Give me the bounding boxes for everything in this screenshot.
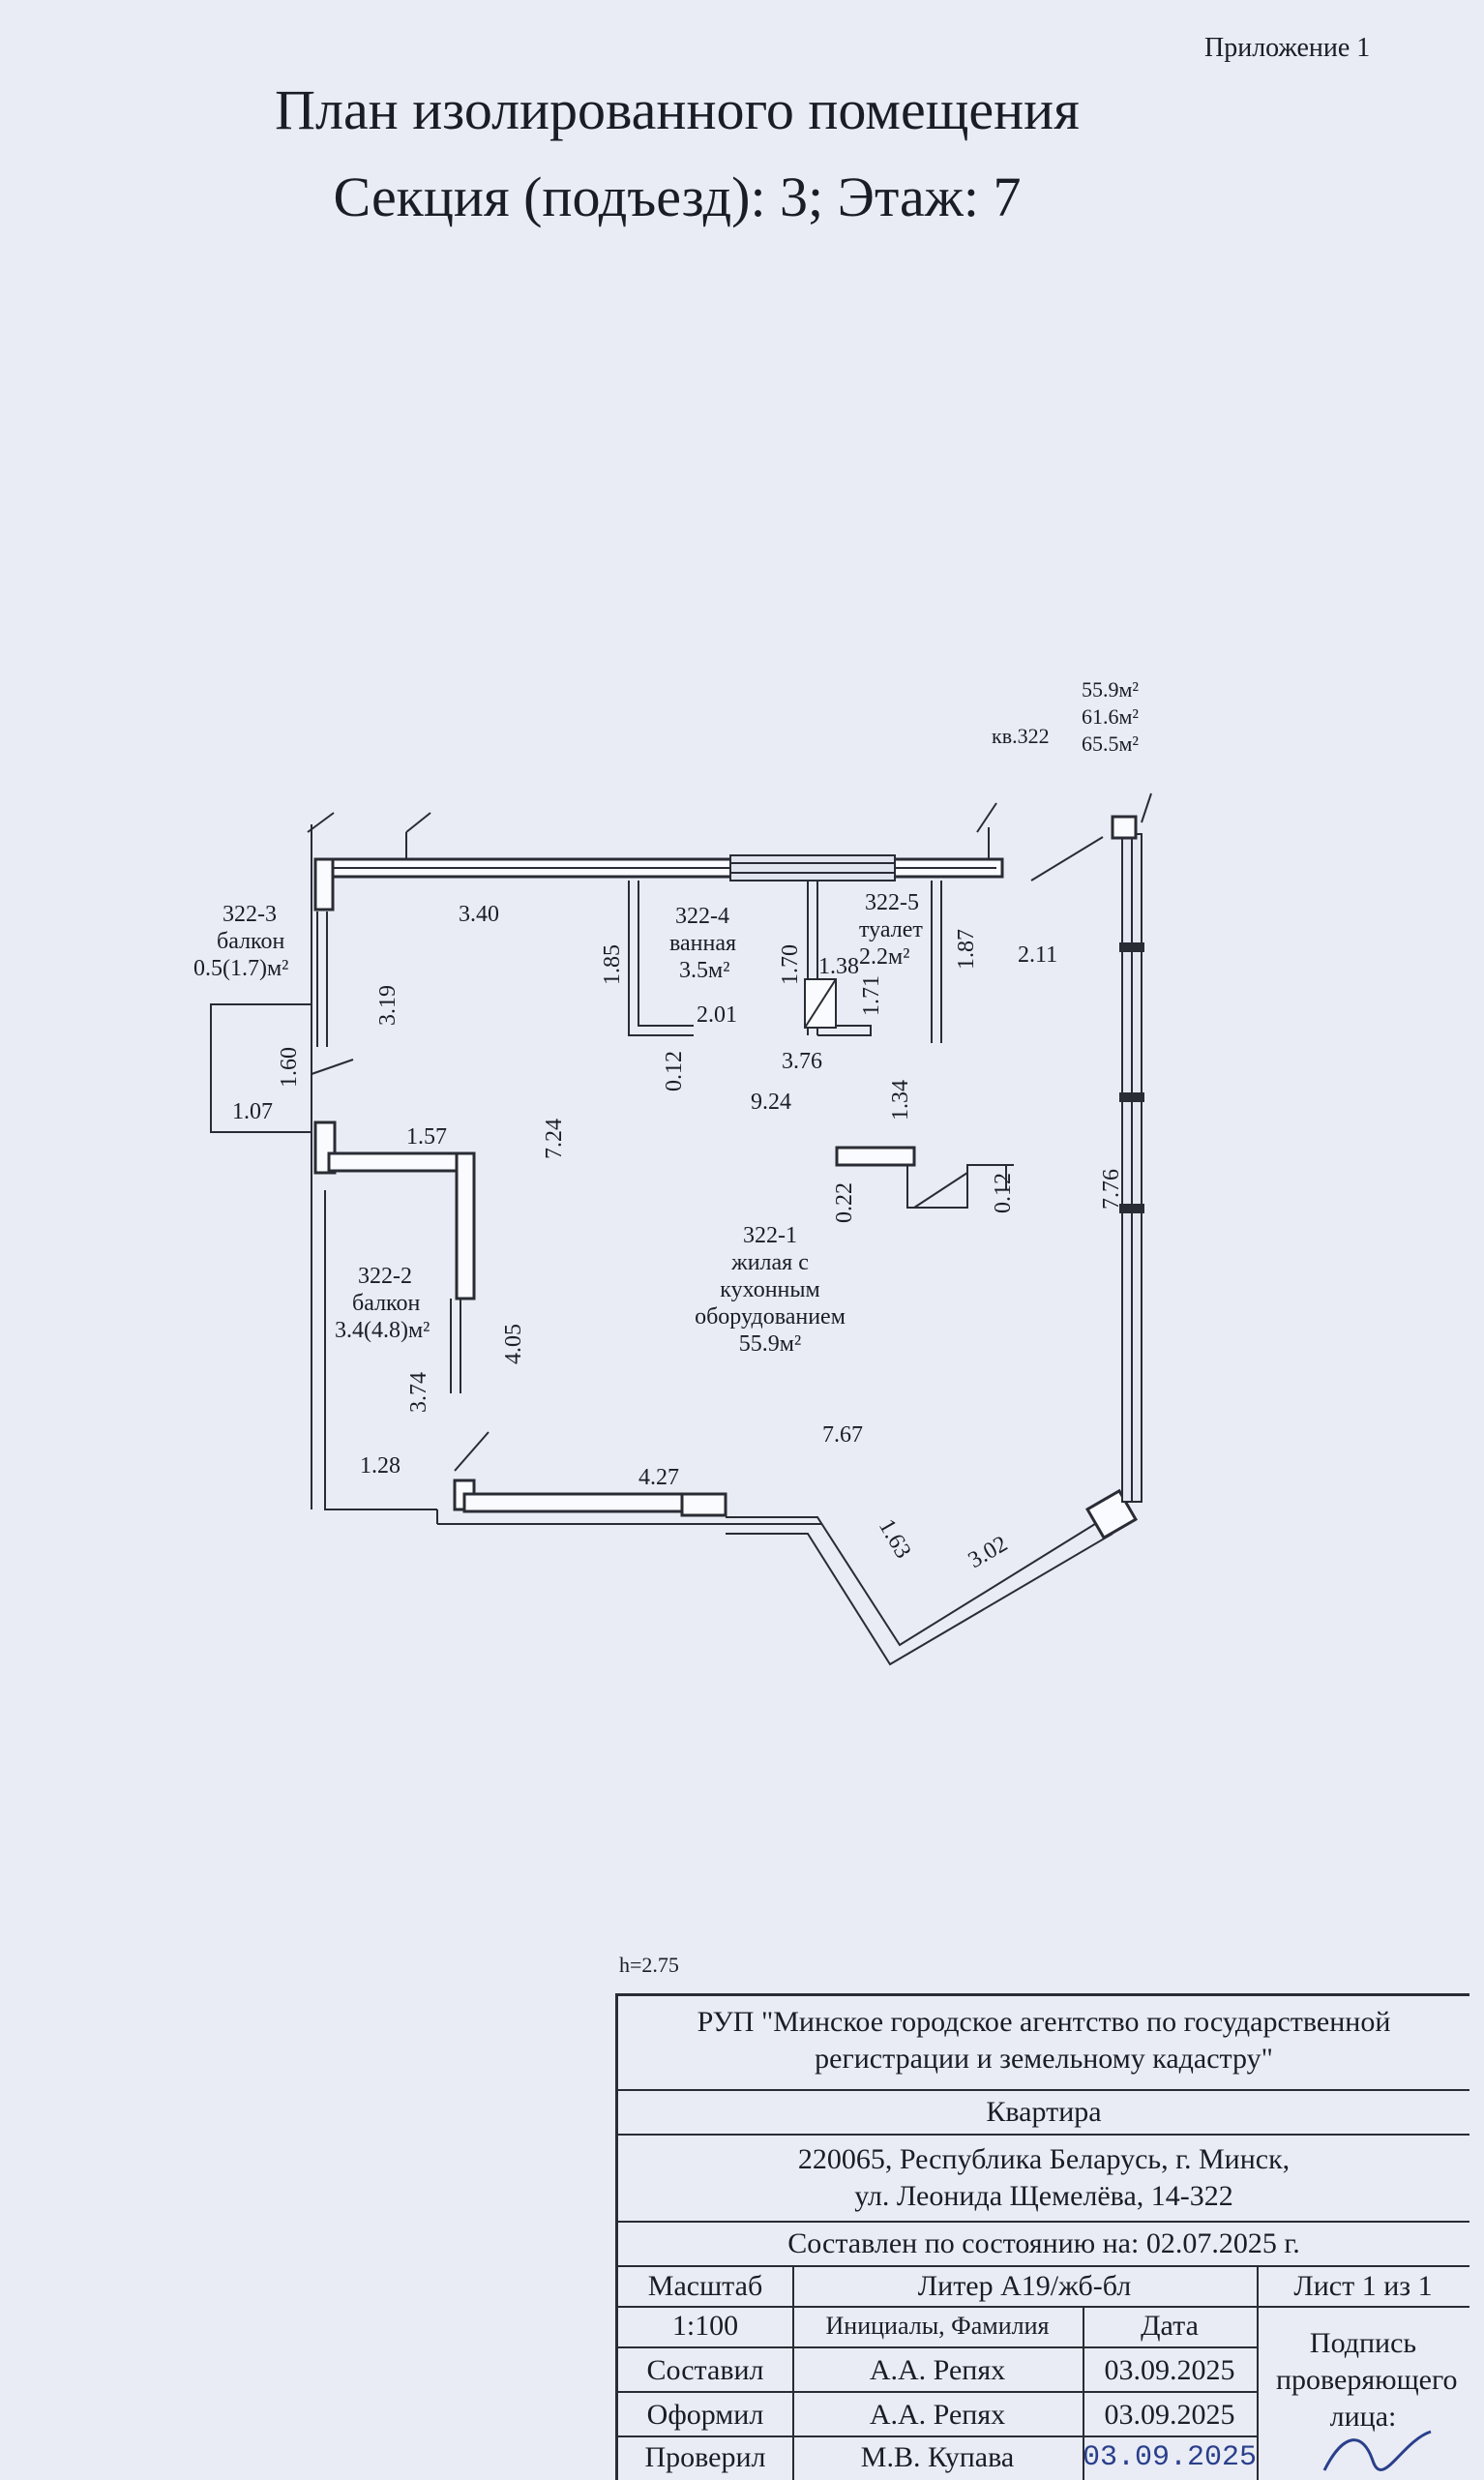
living-line1: жилая с xyxy=(730,1250,809,1275)
toilet-area: 2.2м² xyxy=(859,944,909,970)
bath-name: ванная xyxy=(669,931,736,956)
stamp-state-row: Составлен по состоянию на: 02.07.2025 г. xyxy=(618,2223,1469,2267)
balcony3-name: балкон xyxy=(217,929,284,954)
stamp-row2-date: 03.09.2025 xyxy=(1104,2399,1235,2431)
ceiling-height: h=2.75 xyxy=(619,1953,679,1977)
stamp-object-row: Квартира xyxy=(618,2091,1469,2136)
dim-1-07: 1.07 xyxy=(232,1099,273,1124)
balcony2-area: 3.4(4.8)м² xyxy=(335,1318,430,1343)
stamp-address-line2: ул. Леонида Щемелёва, 14-322 xyxy=(854,2180,1233,2212)
apartment-area-with-balconies: 65.5м² xyxy=(1082,732,1139,756)
dim-3-74: 3.74 xyxy=(406,1372,431,1413)
stamp-org-row: РУП "Минское городское агентство по госу… xyxy=(618,1996,1469,2091)
living-area: 55.9м² xyxy=(739,1331,801,1357)
dim-1-63: 1.63 xyxy=(874,1515,916,1563)
stamp-org-line1: РУП "Минское городское агентство по госу… xyxy=(697,2006,1391,2038)
floor-plan: кв.322 55.9м² 61.6м² 65.5м² 322-3 балкон… xyxy=(193,677,1152,1666)
stamp-row3-name: М.В. Купава xyxy=(860,2441,1015,2473)
dim-3-19: 3.19 xyxy=(375,985,401,1026)
dim-1-70: 1.70 xyxy=(778,944,803,985)
apartment-area-living: 55.9м² xyxy=(1082,677,1139,702)
toilet-name: туалет xyxy=(859,917,923,942)
stamp-address-line1: 220065, Республика Беларусь, г. Минск, xyxy=(797,2143,1291,2175)
signature-mark xyxy=(1322,2430,1432,2471)
dim-4-05: 4.05 xyxy=(501,1324,526,1364)
stamp-row2-name: А.А. Репях xyxy=(869,2399,1006,2431)
document-subtitle: Секция (подъезд): 3; Этаж: 7 xyxy=(333,165,1022,228)
living-id: 322-1 xyxy=(743,1223,797,1248)
stamp-sheet: Лист 1 из 1 xyxy=(1293,2270,1433,2302)
balcony3-area: 0.5(1.7)м² xyxy=(193,956,288,981)
balcony2-id: 322-2 xyxy=(358,1264,412,1289)
stamp-col-name: Инициалы, Фамилия xyxy=(825,2312,1050,2340)
dim-3-76: 3.76 xyxy=(782,1049,822,1074)
apartment-label: кв.322 xyxy=(992,724,1050,748)
stamp-liter: Литер А19/жб-бл xyxy=(917,2270,1132,2302)
dim-2-01: 2.01 xyxy=(697,1002,737,1028)
dim-0-12-column: 0.12 xyxy=(991,1173,1016,1213)
bath-area: 3.5м² xyxy=(679,958,729,983)
title-block: РУП "Минское городское агентство по госу… xyxy=(615,1993,1469,2480)
dim-0-12-bath: 0.12 xyxy=(662,1051,687,1091)
stamp-row1-date: 03.09.2025 xyxy=(1104,2354,1235,2386)
stamp-row3-role: Проверил xyxy=(644,2441,766,2473)
dim-7-67: 7.67 xyxy=(822,1422,863,1448)
stamp-org-line2: регистрации и земельному кадастру" xyxy=(815,2043,1273,2075)
stamp-address-row: 220065, Республика Беларусь, г. Минск, у… xyxy=(618,2136,1469,2223)
dim-3-40: 3.40 xyxy=(459,902,499,927)
dim-1-85: 1.85 xyxy=(600,944,625,985)
dim-3-02: 3.02 xyxy=(965,1532,1012,1574)
dim-2-11: 2.11 xyxy=(1018,942,1057,968)
stamp-object-type: Квартира xyxy=(986,2096,1102,2128)
dim-1-71: 1.71 xyxy=(859,975,884,1016)
stamp-row3-date: 03.09.2025 xyxy=(1083,2441,1258,2474)
bath-id: 322-4 xyxy=(675,904,729,929)
balcony3-id: 322-3 xyxy=(223,902,277,927)
stamp-state-as-of: Составлен по состоянию на: 02.07.2025 г. xyxy=(787,2227,1300,2259)
stamp-scale-value: 1:100 xyxy=(671,2310,739,2342)
stamp-col-sign: Подпись проверяющего лица: xyxy=(1276,2327,1458,2433)
stamp-col-date: Дата xyxy=(1141,2310,1199,2342)
stamp-row2-role: Оформил xyxy=(646,2399,764,2431)
dim-1-60: 1.60 xyxy=(277,1047,302,1088)
document-title: План изолированного помещения xyxy=(275,78,1080,141)
dim-1-34: 1.34 xyxy=(888,1080,913,1120)
appendix-label: Приложение 1 xyxy=(1204,33,1371,63)
toilet-id: 322-5 xyxy=(865,890,919,915)
dim-1-28: 1.28 xyxy=(360,1453,401,1479)
living-line3: оборудованием xyxy=(695,1304,846,1330)
stamp-scale-header-row: Масштаб Литер А19/жб-бл Лист 1 из 1 xyxy=(618,2267,1469,2308)
dim-7-24: 7.24 xyxy=(542,1119,567,1159)
dim-1-87: 1.87 xyxy=(954,929,979,970)
apartment-area-total: 61.6м² xyxy=(1082,704,1139,729)
stamp-row1-name: А.А. Репях xyxy=(869,2354,1006,2386)
dim-9-24: 9.24 xyxy=(751,1090,791,1115)
dim-0-22: 0.22 xyxy=(832,1182,857,1223)
dim-1-38: 1.38 xyxy=(818,954,859,979)
balcony2-name: балкон xyxy=(352,1291,420,1316)
stamp-row1-role: Составил xyxy=(646,2354,764,2386)
dim-4-27: 4.27 xyxy=(638,1465,679,1490)
dim-7-76: 7.76 xyxy=(1099,1169,1124,1210)
dim-1-57: 1.57 xyxy=(406,1124,447,1150)
living-line2: кухонным xyxy=(720,1277,819,1302)
stamp-scale-label: Масштаб xyxy=(647,2270,763,2302)
